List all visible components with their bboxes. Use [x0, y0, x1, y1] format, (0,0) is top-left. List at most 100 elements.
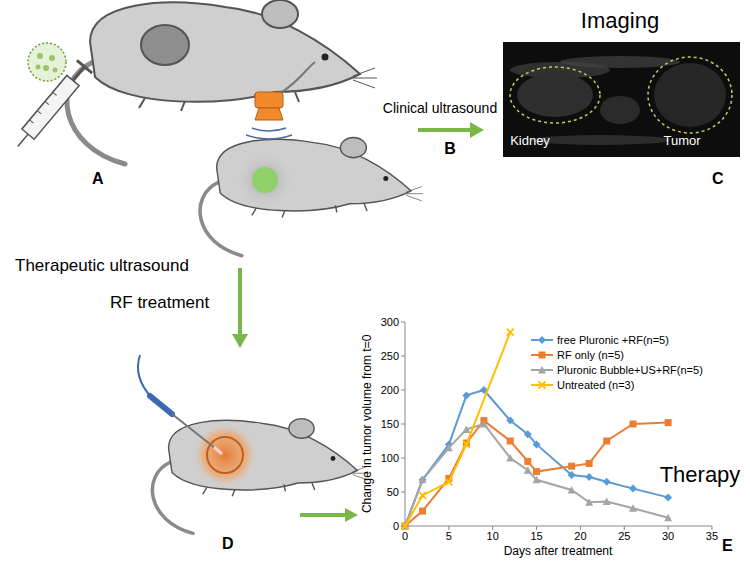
data-marker	[629, 485, 637, 493]
data-marker	[629, 504, 637, 512]
legend-row: Pluronic Bubble+US+RF(n=5)	[530, 362, 703, 377]
tick-label: 15	[530, 530, 542, 543]
tick-mark	[401, 458, 405, 459]
panel-letter: D	[222, 535, 234, 553]
tick-label: 20	[574, 530, 586, 543]
tick-label: 35	[706, 530, 718, 543]
data-marker	[539, 381, 546, 388]
legend-text: Untreated (n=3)	[557, 379, 634, 391]
data-marker	[419, 508, 426, 515]
data-line	[405, 424, 668, 526]
tick-label: 25	[618, 530, 630, 543]
data-marker	[665, 419, 672, 426]
section-title: Therapy	[660, 462, 741, 487]
data-marker	[568, 471, 576, 479]
data-marker	[585, 473, 593, 481]
legend-sample	[530, 379, 554, 391]
image-label: Kidney	[510, 134, 550, 149]
tick-label: 5	[446, 530, 452, 543]
legend-text: free Pluronic +RF(n=5)	[557, 334, 669, 346]
data-marker	[568, 463, 575, 470]
section-title: Imaging	[581, 8, 659, 33]
tick-mark	[624, 526, 625, 530]
legend-row: RF only (n=5)	[530, 347, 703, 362]
tick-label: 0	[393, 520, 399, 533]
axis-title: Change in tumor volume from t=0	[361, 335, 375, 513]
tick-label: 250	[381, 350, 399, 363]
tick-label: 100	[381, 452, 399, 465]
data-line	[405, 332, 510, 526]
legend-row: free Pluronic +RF(n=5)	[530, 332, 703, 347]
tick-label: 50	[387, 486, 399, 499]
legend-sample	[530, 334, 554, 346]
data-marker	[538, 366, 546, 374]
data-marker	[445, 444, 453, 452]
legend-sample	[530, 349, 554, 361]
data-marker	[603, 478, 611, 486]
data-marker	[630, 421, 637, 428]
data-marker	[533, 440, 541, 448]
tick-mark	[401, 492, 405, 493]
arrow-label: Therapeutic ultrasound	[15, 256, 189, 276]
legend-text: RF only (n=5)	[557, 349, 624, 361]
data-marker	[463, 441, 470, 448]
tick-mark	[536, 526, 537, 530]
tick-mark	[401, 356, 405, 357]
legend-text: Pluronic Bubble+US+RF(n=5)	[557, 364, 703, 376]
tick-mark	[711, 526, 712, 530]
image-label: Tumor	[663, 134, 700, 149]
data-marker	[506, 417, 514, 425]
tick-label: 10	[487, 530, 499, 543]
data-marker	[419, 492, 426, 499]
tick-label: 150	[381, 418, 399, 431]
legend: free Pluronic +RF(n=5) RF only (n=5) Pluro…	[526, 330, 707, 394]
data-marker	[507, 329, 514, 336]
data-marker	[524, 430, 532, 438]
panel-letter: B	[444, 140, 456, 158]
data-marker	[568, 486, 576, 494]
arrow-label: RF treatment	[110, 293, 209, 313]
data-marker	[524, 458, 531, 465]
tick-label: 200	[381, 384, 399, 397]
data-marker	[533, 476, 541, 484]
data-marker	[419, 476, 427, 484]
tick-mark	[492, 526, 493, 530]
data-line	[405, 421, 668, 526]
tick-mark	[401, 390, 405, 391]
arrow-label: Clinical ultrasound	[383, 100, 497, 116]
data-marker	[402, 523, 409, 530]
panel-letter: C	[712, 170, 724, 188]
data-marker	[664, 514, 672, 522]
data-marker	[462, 425, 470, 433]
panel-letter: E	[722, 537, 733, 555]
data-marker	[445, 478, 452, 485]
data-marker	[603, 498, 611, 506]
legend-sample	[530, 364, 554, 376]
data-marker	[506, 454, 514, 462]
tick-mark	[401, 424, 405, 425]
data-line	[405, 390, 668, 526]
data-marker	[402, 523, 409, 530]
tick-label: 30	[662, 530, 674, 543]
tick-mark	[668, 526, 669, 530]
data-marker	[480, 420, 488, 428]
data-marker	[603, 438, 610, 445]
legend-row: Untreated (n=3)	[530, 377, 703, 392]
tick-mark	[448, 526, 449, 530]
data-marker	[664, 493, 672, 501]
tick-mark	[580, 526, 581, 530]
tick-label: 300	[381, 316, 399, 329]
data-marker	[539, 351, 546, 358]
data-marker	[462, 391, 470, 399]
data-marker	[585, 498, 593, 506]
x-axis	[405, 526, 712, 527]
tick-label: 0	[402, 530, 408, 543]
data-marker	[524, 466, 532, 474]
data-marker	[507, 438, 514, 445]
axis-title: Days after treatment	[504, 545, 613, 559]
data-marker	[586, 460, 593, 467]
tick-mark	[401, 322, 405, 323]
data-marker	[401, 522, 409, 530]
